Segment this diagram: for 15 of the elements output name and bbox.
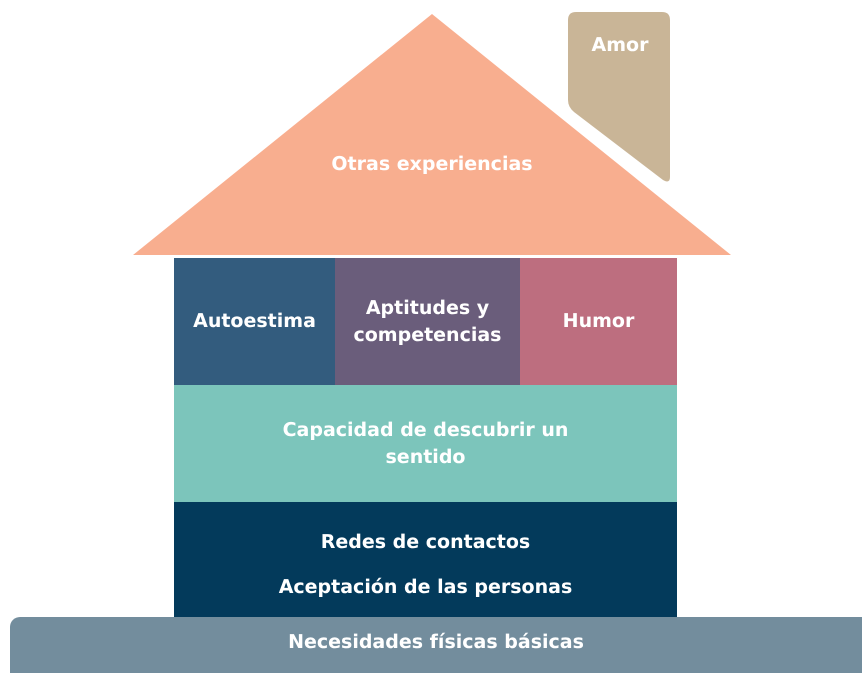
wall-block — [520, 258, 677, 385]
chimney-label: Amor — [592, 33, 648, 58]
block-label: Humor — [562, 309, 634, 334]
wall-block — [335, 258, 520, 385]
foundation-bar — [10, 617, 862, 673]
wall-block — [174, 258, 335, 385]
band-label: Redes de contactos — [320, 530, 530, 554]
band-label: Aceptación de las personas — [278, 574, 572, 600]
wall-band — [174, 502, 677, 617]
band-label: Capacidad de descubrir un sentido — [282, 418, 570, 470]
wall-band — [174, 385, 677, 502]
block-label: Autoestima — [193, 309, 316, 334]
foundation-label: Necesidades físicas básicas — [288, 630, 584, 654]
block-label: Aptitudes y competencias — [352, 296, 502, 348]
roof-label: Otras experiencias — [331, 152, 533, 177]
